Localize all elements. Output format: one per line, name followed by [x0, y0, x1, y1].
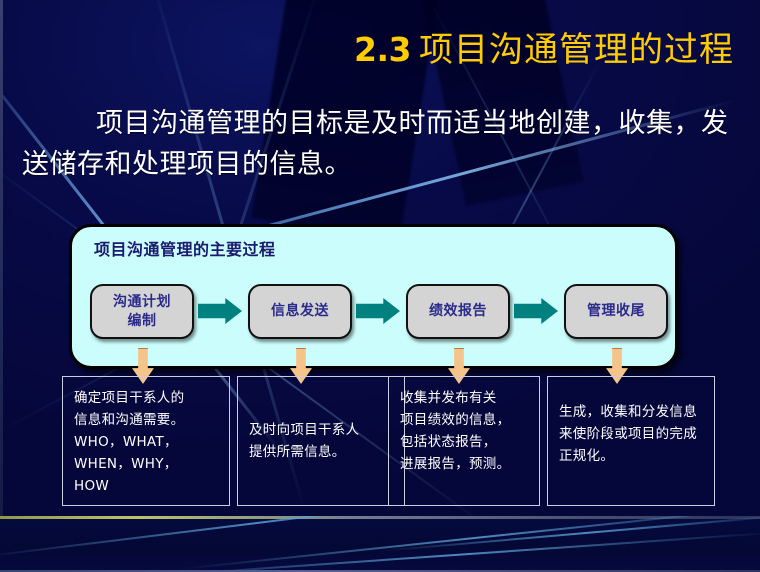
footer-top-rule — [0, 516, 760, 519]
process-box-3-label: 绩效报告 — [429, 303, 487, 319]
title-number: 2.3 — [354, 30, 411, 69]
footer-streak-1 — [0, 516, 536, 558]
note-box-4-text: 生成，收集和分发信息来使阶段或项目的完成正规化。 — [559, 404, 697, 464]
chevron-right-icon-2 — [356, 298, 400, 324]
process-box-2[interactable]: 信息发送 — [248, 284, 352, 339]
chevron-right-icon-3 — [514, 298, 558, 324]
process-box-1[interactable]: 沟通计划编制 — [90, 284, 194, 339]
panel-heading: 项目沟通管理的主要过程 — [94, 240, 276, 259]
footer-band — [0, 516, 760, 572]
lead-paragraph: 项目沟通管理的目标是及时而适当地创建，收集，发送储存和处理项目的信息。 — [22, 108, 729, 180]
note-box-3: 收集并发布有关项目绩效的信息，包括状态报告，进展报告，预测。 — [388, 376, 540, 506]
note-box-4: 生成，收集和分发信息来使阶段或项目的完成正规化。 — [547, 376, 715, 506]
left-edge-rule — [0, 0, 3, 572]
note-box-3-text: 收集并发布有关项目绩效的信息，包括状态报告，进展报告，预测。 — [400, 390, 511, 472]
note-box-2-text: 及时向项目干系人提供所需信息。 — [249, 422, 360, 460]
process-box-2-label: 信息发送 — [271, 303, 329, 319]
process-box-1-label: 沟通计划编制 — [113, 293, 171, 329]
process-box-3[interactable]: 绩效报告 — [406, 284, 510, 339]
process-box-4-label: 管理收尾 — [587, 303, 645, 319]
note-box-2: 及时向项目干系人提供所需信息。 — [237, 376, 405, 506]
footer-streak-3 — [139, 531, 760, 572]
process-panel: 项目沟通管理的主要过程 沟通计划编制 信息发送 绩效报告 管理收尾 — [69, 224, 678, 369]
footer-bottom-rule — [0, 570, 760, 572]
process-box-4[interactable]: 管理收尾 — [564, 284, 668, 339]
chevron-right-icon-1 — [198, 298, 242, 324]
title-text: 项目沟通管理的过程 — [419, 30, 734, 70]
note-box-1: 确定项目干系人的信息和沟通需要。WHO，WHAT，WHEN，WHY，HOW — [62, 376, 230, 506]
note-box-1-text: 确定项目干系人的信息和沟通需要。WHO，WHAT，WHEN，WHY，HOW — [74, 390, 185, 494]
